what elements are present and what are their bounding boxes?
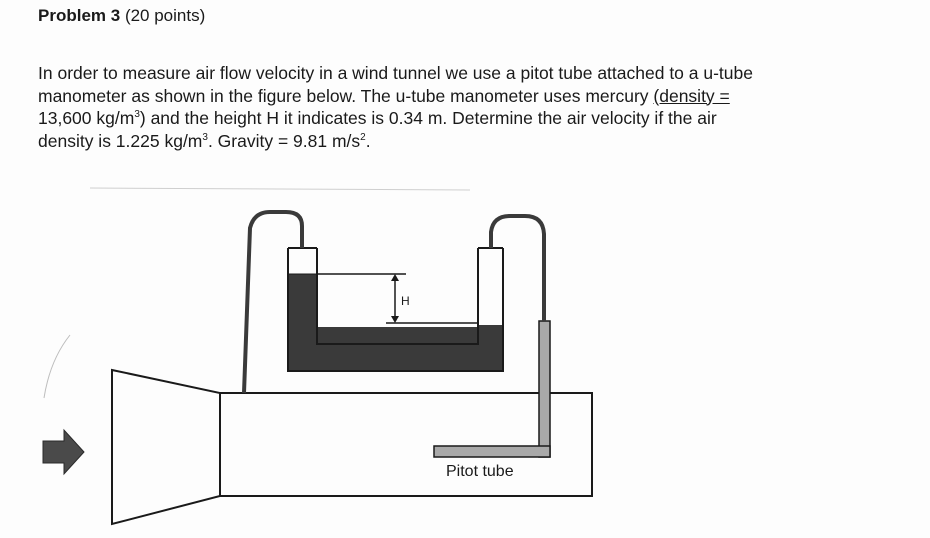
pitot-tube-vertical: [538, 320, 551, 458]
statement-line-2: manometer as shown in the figure below. …: [38, 85, 654, 106]
manometer-outline: [287, 248, 504, 372]
h-arrow-down-icon: [391, 316, 399, 323]
pitot-tube-label: Pitot tube: [446, 463, 514, 480]
statement-line-3a: 13,600 kg/m: [38, 108, 135, 128]
pitot-tube-horizontal: [433, 445, 551, 458]
exponent-4a: 3: [202, 131, 208, 143]
scan-mark: [43, 334, 71, 399]
manometer-inner-gap: [317, 248, 478, 327]
problem-statement: In order to measure air flow velocity in…: [38, 62, 918, 152]
wind-tunnel-inlet: [111, 368, 221, 526]
exponent-4b: 2: [360, 131, 366, 143]
exponent-3a: 3: [134, 109, 140, 121]
problem-number: Problem 3: [38, 6, 121, 25]
left-connecting-tube: [242, 210, 304, 394]
scan-line: [89, 187, 471, 191]
statement-line-4a: density is 1.225 kg/m: [38, 130, 203, 151]
statement-line-4c: .: [365, 130, 371, 151]
statement-line-3b: ) and the height H it indicates is 0.34 …: [139, 108, 717, 128]
density-underlined: (density =: [653, 85, 730, 106]
problem-points: (20 points): [124, 6, 206, 25]
wind-tunnel-test-section: [219, 392, 593, 497]
flow-arrow-icon: [42, 428, 85, 476]
right-connecting-tube: [489, 214, 546, 321]
h-arrow-up-icon: [391, 274, 399, 281]
h-label: H: [401, 294, 410, 308]
statement-line-1: In order to measure air flow velocity in…: [38, 63, 753, 83]
problem-heading: Problem 3 (20 points): [38, 6, 205, 26]
statement-line-4b: . Gravity = 9.81 m/s: [207, 130, 361, 151]
manometer-mercury: [288, 274, 503, 371]
